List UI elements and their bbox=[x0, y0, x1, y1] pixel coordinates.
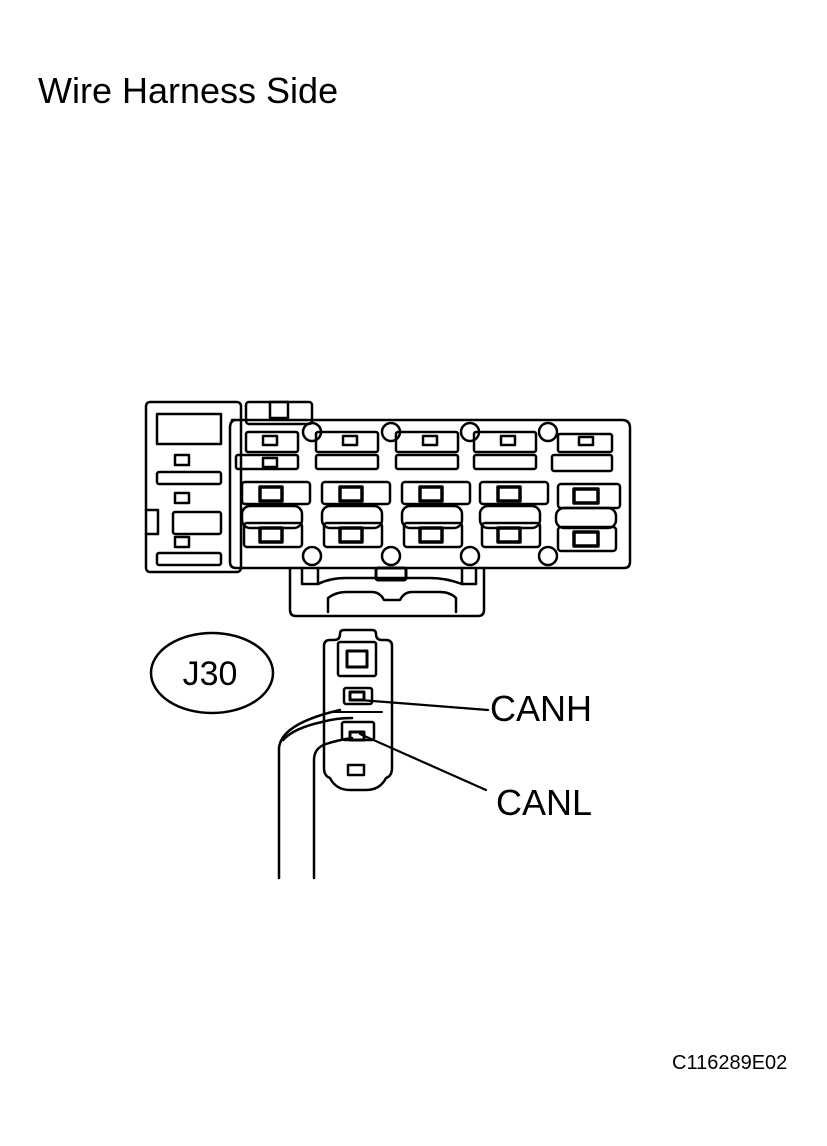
terminal-column bbox=[314, 430, 392, 549]
diagram-title: Wire Harness Side bbox=[38, 70, 339, 111]
cavity-separators bbox=[301, 421, 559, 567]
pin-label-canl: CANL bbox=[496, 782, 592, 823]
pin-label-canh: CANH bbox=[490, 688, 592, 729]
left-block-terminal bbox=[173, 491, 191, 505]
connector-id-badge: J30 bbox=[149, 631, 275, 715]
leader-line-canh bbox=[358, 698, 490, 712]
connector-face bbox=[144, 400, 632, 618]
terminal-column bbox=[472, 430, 550, 549]
lower-lock-notch bbox=[460, 566, 478, 586]
left-block-rib bbox=[155, 470, 223, 486]
terminal-top-contact bbox=[345, 649, 369, 669]
left-block-latch bbox=[144, 508, 160, 536]
top-latch-window bbox=[268, 400, 290, 420]
terminal-column bbox=[550, 432, 622, 553]
terminal-column bbox=[234, 430, 312, 549]
terminal-top-window bbox=[336, 640, 378, 678]
left-block-rib bbox=[155, 551, 223, 567]
lower-lock-notch bbox=[300, 566, 320, 586]
connector-id-label: J30 bbox=[183, 655, 238, 693]
wire-right-edge bbox=[312, 736, 354, 880]
connector-lower-lock bbox=[288, 566, 486, 618]
terminal-probe bbox=[322, 628, 394, 792]
wire-left-edge bbox=[277, 708, 342, 880]
lower-lock-guide bbox=[326, 590, 458, 614]
wire-bundle bbox=[277, 708, 354, 880]
terminal-pin-canh-contact bbox=[348, 690, 366, 702]
left-block-slot bbox=[155, 412, 223, 446]
left-block-terminal bbox=[173, 453, 191, 467]
connector-main-housing bbox=[228, 418, 632, 570]
lower-lock-tab bbox=[374, 566, 408, 582]
figure-code: C116289E02 bbox=[672, 1052, 788, 1074]
terminal-housing bbox=[322, 628, 394, 792]
terminal-column bbox=[394, 430, 472, 549]
connector-left-block bbox=[144, 400, 243, 574]
left-block-slot bbox=[171, 510, 223, 536]
terminal-bottom-slot bbox=[346, 763, 366, 777]
left-block-terminal bbox=[173, 535, 191, 549]
wire-inner-edge bbox=[281, 716, 354, 742]
connector-id-ellipse bbox=[149, 631, 275, 715]
leader-line-canl bbox=[358, 732, 488, 792]
lower-lock-rail bbox=[316, 576, 464, 586]
terminal-pin-canh bbox=[342, 686, 374, 706]
